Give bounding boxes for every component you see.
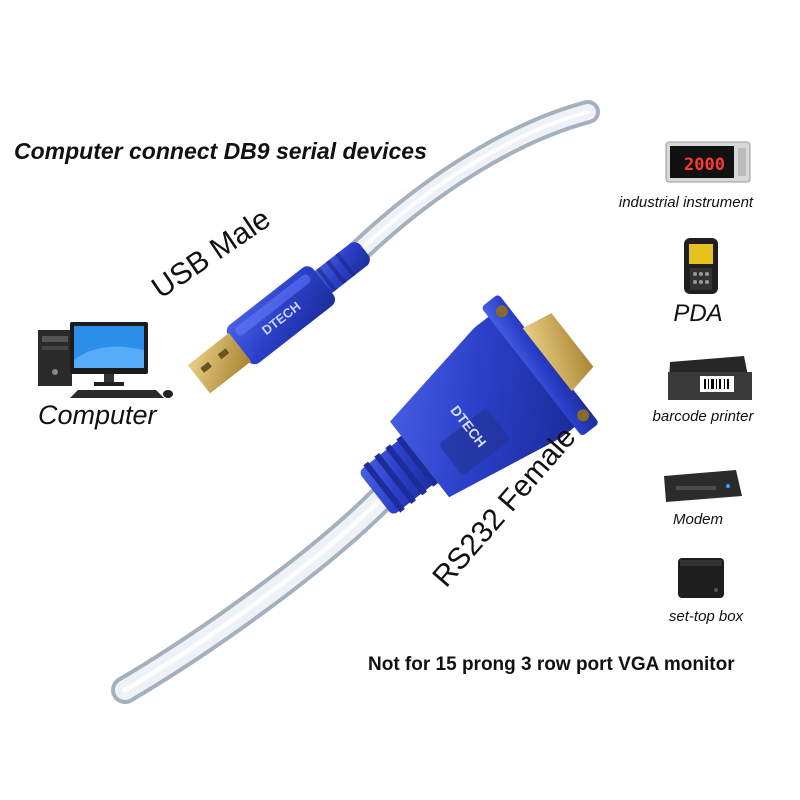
pda-icon (684, 238, 718, 294)
instrument-display: 2000 (684, 155, 725, 175)
device-label-industrial-instrument: industrial instrument (618, 194, 754, 211)
vga-warning-text: Not for 15 prong 3 row port VGA monitor (368, 654, 735, 675)
barcode-printer-icon (668, 356, 752, 400)
computer-label: Computer (38, 400, 157, 430)
device-label-barcode-printer: barcode printer (652, 408, 754, 425)
rs232-cable (111, 486, 394, 704)
set-top-box-icon (678, 558, 724, 598)
device-label-pda: PDA (673, 300, 723, 327)
rs232-female-connector: DTECH (360, 295, 598, 514)
computer-icon (38, 322, 173, 398)
device-label-set-top-box: set-top box (668, 608, 744, 625)
usb-male-connector: DTECH (187, 242, 370, 394)
usb-cable (333, 100, 600, 277)
modem-icon (664, 470, 742, 502)
industrial-instrument-icon: 2000 (665, 141, 751, 183)
device-label-modem: Modem (672, 511, 724, 528)
headline: Computer connect DB9 serial devices (14, 138, 427, 164)
